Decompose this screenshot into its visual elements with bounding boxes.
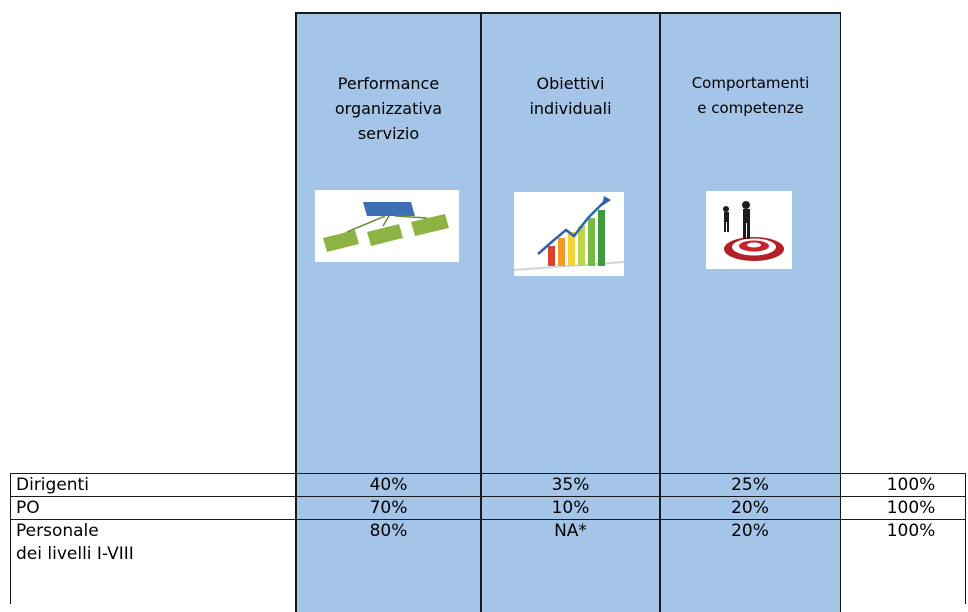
value-cell: 40%	[369, 475, 408, 495]
column-header: Obiettivi individuali	[529, 74, 612, 118]
table-row: PO 70% 10% 20% 100%	[10, 496, 966, 520]
row-label-continued: dei livelli I-VIII	[16, 544, 134, 564]
process-flow-icon	[315, 190, 459, 262]
value-cell: 20%	[731, 498, 769, 518]
column-header: Comportamenti e competenze	[691, 74, 810, 117]
table-row: Personale dei livelli I-VIII 80% NA* 20%…	[10, 519, 966, 605]
row-label: Dirigenti	[16, 475, 89, 495]
value-cell: NA*	[554, 521, 587, 541]
value-cell: 20%	[731, 521, 769, 541]
column-obiettivi-individuali: Obiettivi individuali	[480, 12, 661, 612]
row-label: Personale	[16, 521, 99, 541]
total-cell: 100%	[886, 475, 936, 495]
growth-bar-chart-icon	[513, 192, 625, 276]
column-performance-organizzativa: Performance organizzativa servizio	[295, 12, 482, 612]
table-row: Dirigenti 40% 35% 25% 100%	[10, 473, 966, 497]
table-right-border	[965, 473, 966, 604]
column-header: Performance organizzativa servizio	[334, 74, 443, 143]
column-comportamenti-competenze: Comportamenti e competenze	[659, 12, 841, 612]
value-cell: 70%	[369, 498, 408, 518]
table-gap	[841, 473, 865, 604]
target-people-icon	[706, 191, 792, 269]
row-label: PO	[16, 498, 40, 518]
value-cell: 10%	[551, 498, 590, 518]
total-cell: 100%	[886, 498, 936, 518]
value-cell: 25%	[731, 475, 769, 495]
value-cell: 35%	[551, 475, 590, 495]
value-cell: 80%	[369, 521, 408, 541]
total-cell: 100%	[886, 521, 936, 541]
table-left-border	[10, 473, 11, 604]
